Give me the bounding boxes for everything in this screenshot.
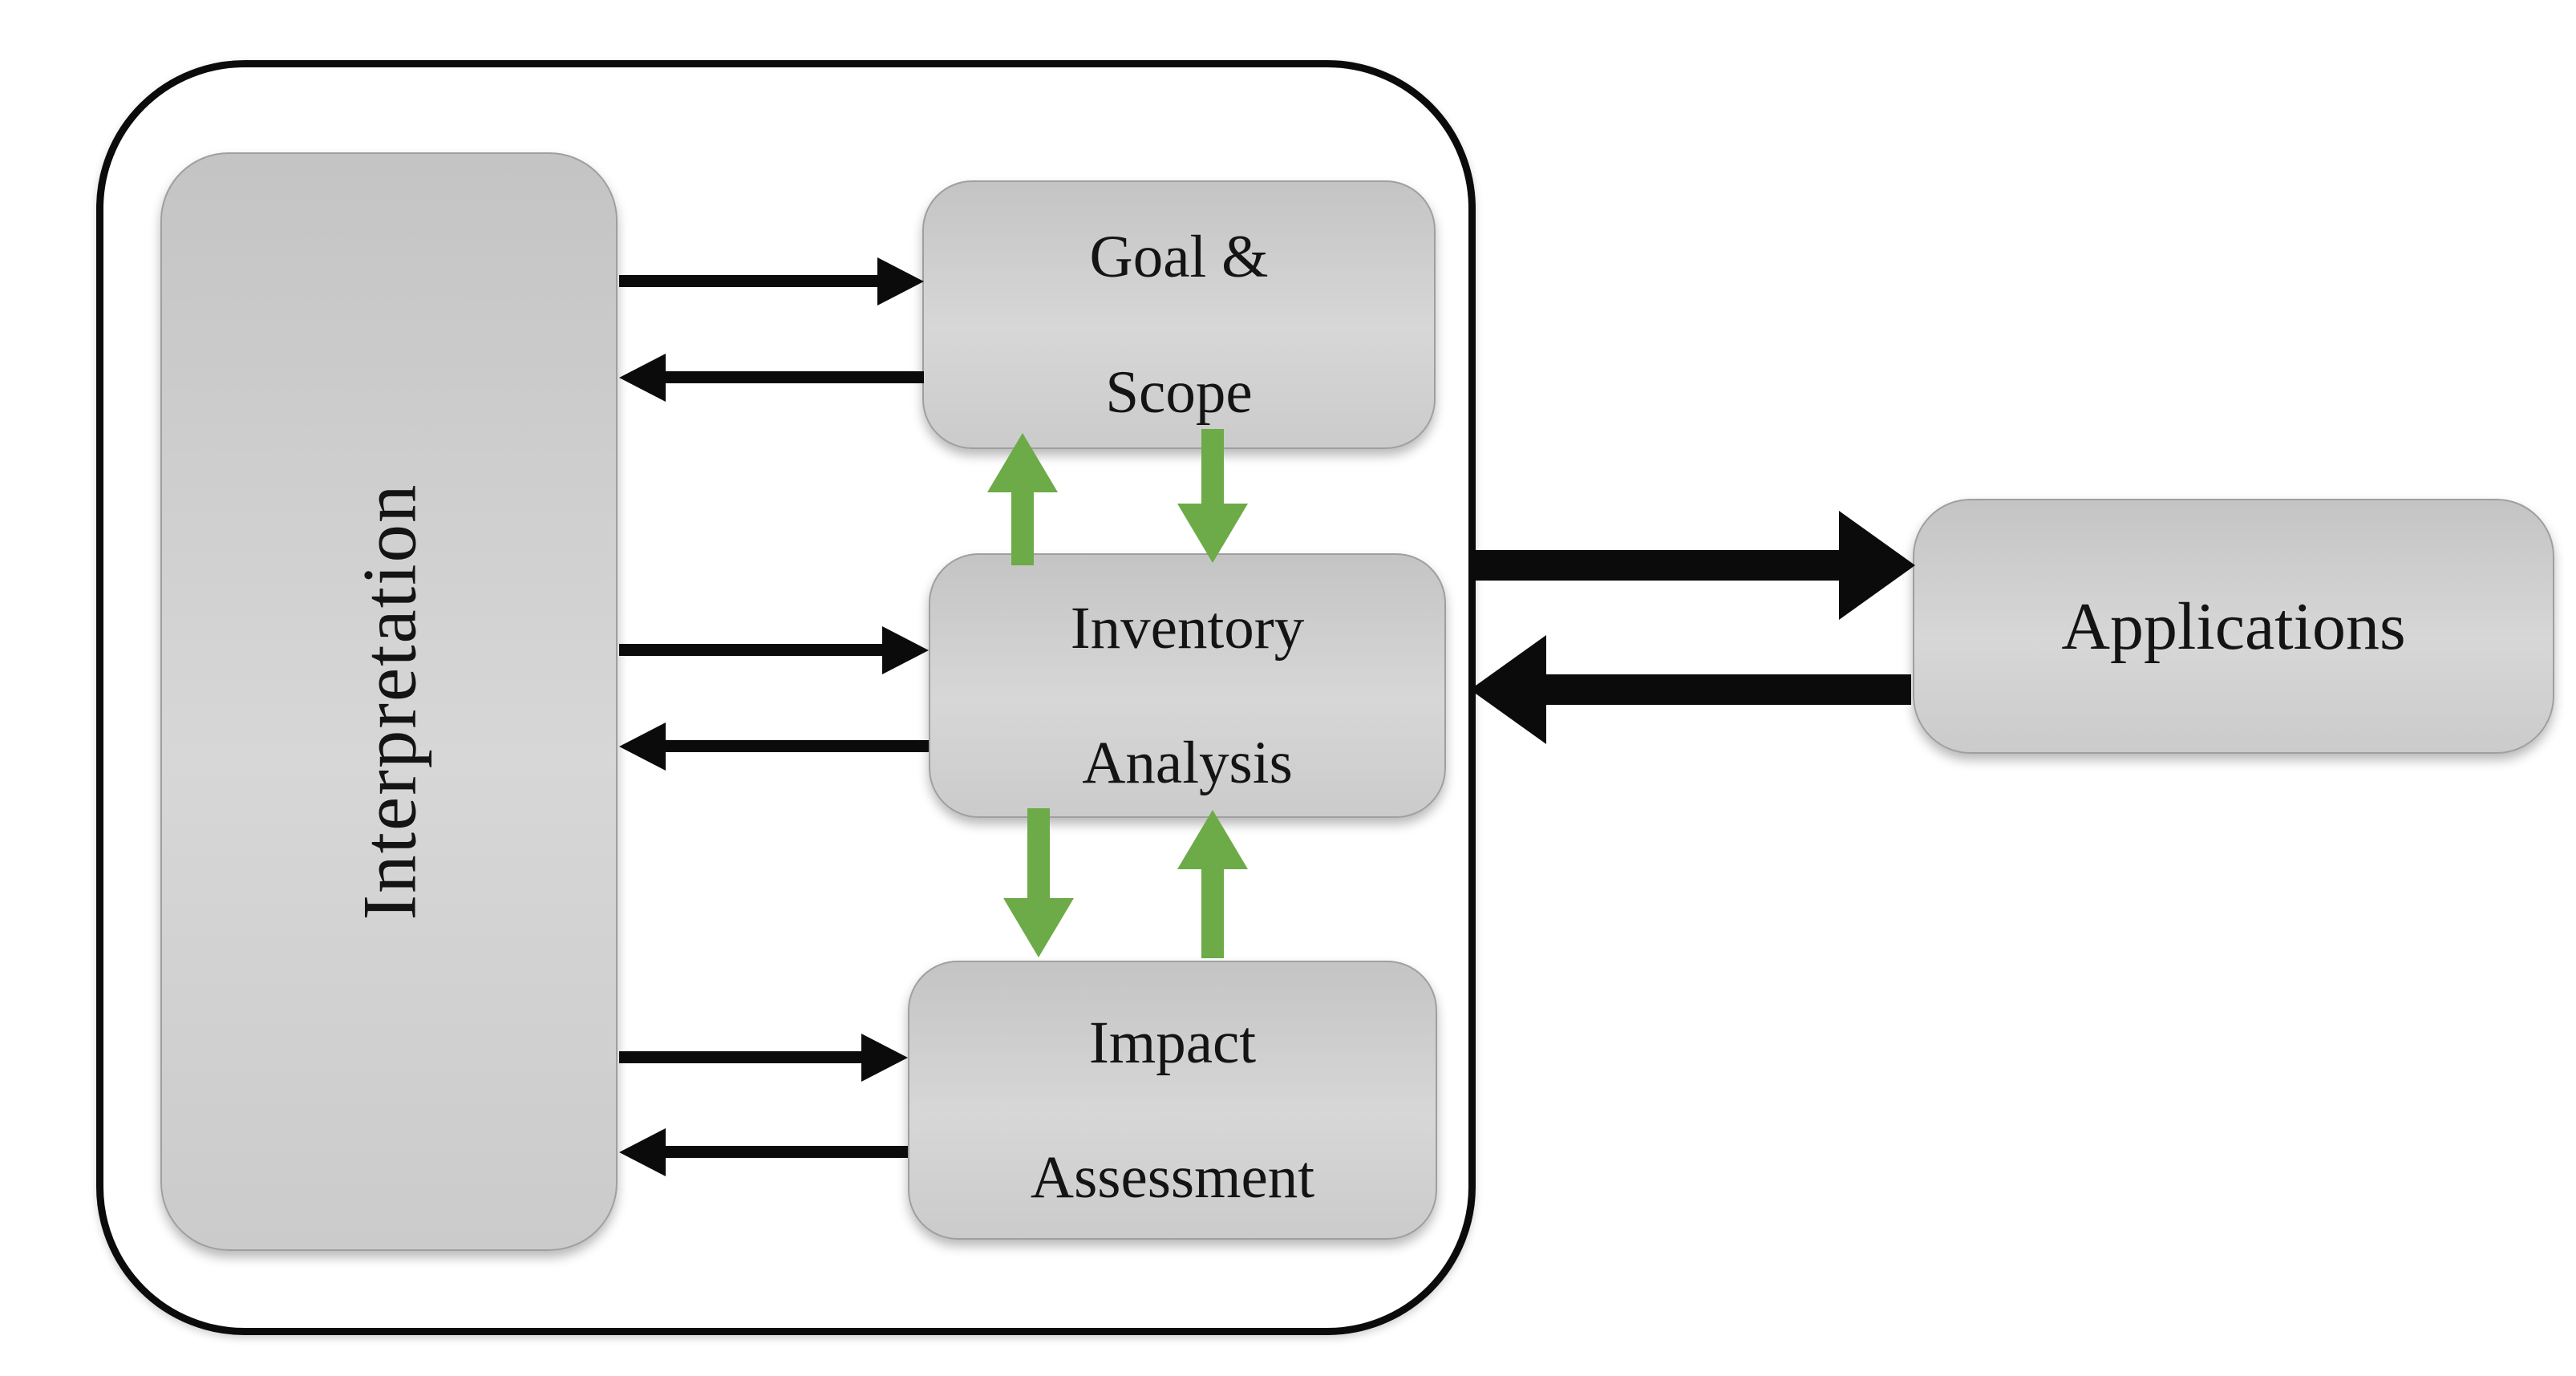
box-inventory-analysis: Inventory Analysis: [929, 553, 1446, 818]
impact-assessment-label-line2: Assessment: [1030, 1144, 1315, 1211]
goal-scope-label-line2: Scope: [1105, 358, 1253, 426]
applications-label: Applications: [2061, 589, 2406, 664]
arrow-impact-assessment-to-interpretation: [666, 1146, 908, 1158]
arrow-goal-scope-to-interpretation: [666, 371, 924, 383]
box-applications: Applications: [1913, 499, 2554, 754]
arrow-applications-to-frame: [1546, 674, 1911, 705]
arrow-inventory-analysis-to-interpretation: [666, 740, 929, 752]
arrow-inventory-analysis-to-goal-scope-up: [1011, 492, 1034, 565]
inventory-analysis-label-line1: Inventory: [1070, 594, 1305, 662]
inventory-analysis-label-line2: Analysis: [1082, 730, 1293, 796]
arrow-inventory-analysis-to-impact-assessment-down: [1027, 808, 1050, 898]
box-interpretation: Interpretation: [160, 152, 618, 1251]
goal-scope-label-line1: Goal &: [1089, 224, 1269, 290]
interpretation-label: Interpretation: [346, 483, 431, 921]
arrow-goal-scope-to-inventory-analysis-down: [1201, 429, 1224, 504]
impact-assessment-label-line1: Impact: [1088, 1009, 1257, 1076]
arrow-interpretation-to-impact-assessment: [619, 1051, 861, 1063]
box-goal-scope: Goal & Scope: [922, 180, 1436, 449]
box-impact-assessment: Impact Assessment: [908, 961, 1437, 1240]
arrow-interpretation-to-inventory-analysis: [619, 644, 882, 656]
arrow-frame-to-applications: [1474, 550, 1839, 581]
arrow-interpretation-to-goal-scope: [619, 275, 877, 287]
arrow-impact-assessment-to-inventory-analysis-up: [1201, 869, 1224, 958]
